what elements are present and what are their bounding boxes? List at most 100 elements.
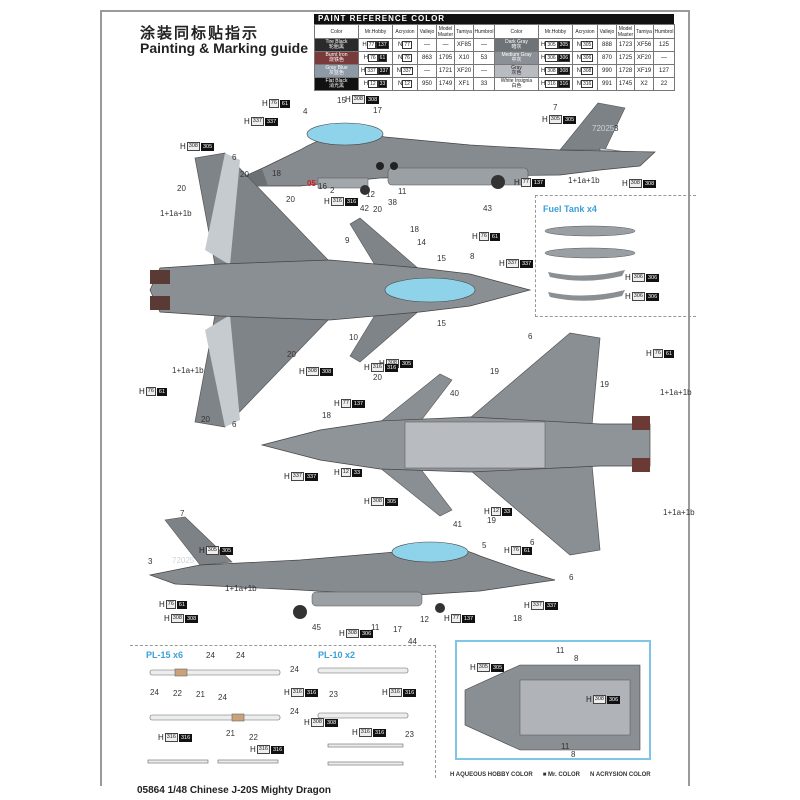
h-prefix: H <box>363 55 369 61</box>
h-prefix: H <box>362 42 367 48</box>
mr-color-code: 61 <box>377 54 388 62</box>
tamiya-code: XF20 <box>634 51 654 65</box>
humbrol-code: — <box>473 64 495 78</box>
mm-code: 1721 <box>436 64 455 78</box>
callout-number: 43 <box>483 204 492 213</box>
aqueous-code: 308 <box>310 718 324 727</box>
callout-number: 24 <box>290 707 299 716</box>
aqueous-code: 12 <box>368 80 378 88</box>
callout-number: 22 <box>249 733 258 742</box>
aqueous-code: 316 <box>545 80 558 88</box>
mr-color-code: 306 <box>606 695 621 704</box>
mr-color-code: 305 <box>200 142 215 151</box>
aqueous-code: 308 <box>351 95 365 104</box>
h-prefix: H <box>284 688 290 697</box>
legend-n-label: ACRYSION COLOR <box>595 772 651 778</box>
callout-number: 18 <box>410 225 419 234</box>
mr-color-code: 306 <box>359 629 374 638</box>
aqueous-code: 77 <box>450 614 461 623</box>
acrysion-value: 305 <box>581 41 594 49</box>
aqueous-code: 316 <box>164 733 178 742</box>
h-prefix: H <box>514 178 520 187</box>
mr-color-code: 61 <box>489 232 501 241</box>
color-name: Flat Black <box>325 77 348 84</box>
callout-number: 20 <box>286 195 295 204</box>
h-prefix: H <box>284 472 290 481</box>
aqueous-code: 308 <box>305 367 319 376</box>
callout-number: 2 <box>330 186 335 195</box>
color-name: Medium Gray <box>501 51 532 58</box>
callout-number: 17 <box>393 625 402 634</box>
mr-color-code: 306 <box>645 273 660 282</box>
missile-drawings <box>147 667 409 766</box>
mr-color-code: 306 <box>645 292 660 301</box>
callout-number: 17 <box>373 106 382 115</box>
callout-number: 11 <box>398 187 407 196</box>
callout-number: 18 <box>272 169 281 178</box>
callout-number: 6 <box>569 573 574 582</box>
h-prefix: H <box>540 68 546 74</box>
top-plan-view <box>149 152 532 428</box>
fuel-tank-title: Fuel Tank x4 <box>543 204 597 214</box>
color-name: Gray Blue <box>325 64 348 71</box>
h-prefix: H <box>484 507 490 516</box>
aqueous-code: 76 <box>652 349 663 358</box>
h-prefix: H <box>364 363 370 372</box>
pl15-title: PL-15 x6 <box>146 650 184 660</box>
h-prefix: H <box>625 273 631 282</box>
aqueous-code: 308 <box>628 179 642 188</box>
aqueous-code: 76 <box>510 546 521 555</box>
mr-color-code: 137 <box>376 41 389 49</box>
h-prefix: H <box>364 497 370 506</box>
n-prefix: N <box>398 42 403 48</box>
mr-color-code: 137 <box>531 178 546 187</box>
h-prefix: H <box>345 95 351 104</box>
color-name-cn: 轮胎黑 <box>328 44 344 50</box>
column-header: Tamiya <box>454 24 474 39</box>
callout-number: 11 <box>371 623 380 632</box>
aqueous-code: 316 <box>256 745 270 754</box>
mr-color-code: 308 <box>365 95 380 104</box>
callout-number: 23 <box>405 730 414 739</box>
n-prefix: N <box>576 81 581 87</box>
callout-number: 6 <box>232 153 237 162</box>
color-name-cn: 消光黑 <box>328 83 344 89</box>
callout-number: 7 <box>180 509 185 518</box>
mr-color-code: 337 <box>304 472 319 481</box>
pl10-title: PL-10 x2 <box>318 650 356 660</box>
acrysion-value: 316 <box>581 80 594 88</box>
callout-number: 6 <box>232 420 237 429</box>
callout-number: 23 <box>329 690 338 699</box>
aqueous-code: 76 <box>478 232 489 241</box>
mr-color-code: 316 <box>270 745 285 754</box>
mr-color-code: 337 <box>519 259 534 268</box>
n-prefix: N <box>398 81 403 87</box>
vallejo-code: — <box>417 38 437 52</box>
side-view-top <box>230 102 656 195</box>
vallejo-code: 870 <box>597 51 617 65</box>
mr-color-code: 316 <box>178 733 193 742</box>
acrysion-value: 77 <box>402 41 412 49</box>
h-prefix: H <box>339 629 345 638</box>
color-name: White Insignia <box>500 77 533 84</box>
callout-number: 11 <box>556 646 565 655</box>
h-prefix: H <box>444 614 450 623</box>
callout-number: 19 <box>600 380 609 389</box>
n-prefix: N <box>398 55 403 61</box>
color-legend: H AQUEOUS HOBBY COLOR ■ Mr. COLOR N ACRY… <box>450 772 651 778</box>
column-header: Color <box>494 24 539 39</box>
color-name-cn: 白色 <box>511 83 522 89</box>
